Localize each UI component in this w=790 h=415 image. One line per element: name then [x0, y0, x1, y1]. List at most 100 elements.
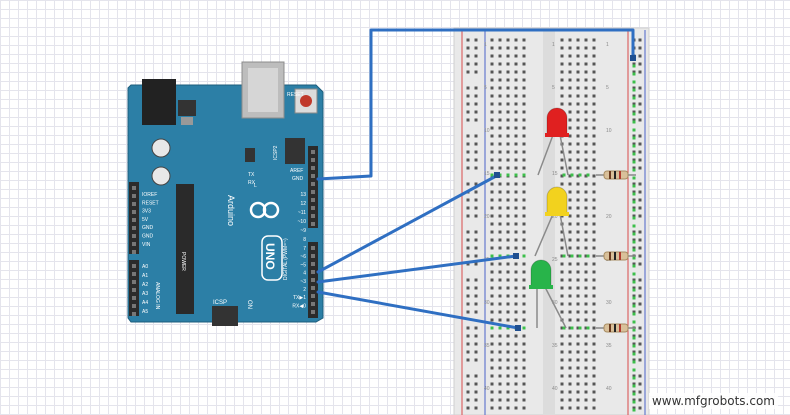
breadboard-hole — [576, 70, 580, 74]
rail-hole — [638, 110, 642, 114]
rail-hole — [638, 118, 642, 122]
breadboard-hole — [576, 150, 580, 154]
rail-hole — [474, 102, 478, 106]
connected-rail-hole — [632, 336, 636, 340]
breadboard-hole — [584, 366, 588, 370]
breadboard-hole — [506, 310, 510, 314]
breadboard-hole — [514, 118, 518, 122]
led-label-l: L — [254, 183, 257, 189]
rail-hole — [638, 54, 642, 58]
breadboard-hole — [498, 118, 502, 122]
breadboard-hole — [522, 198, 526, 202]
breadboard-hole — [490, 142, 494, 146]
connected-rail-hole — [632, 208, 636, 212]
breadboard-hole — [514, 110, 518, 114]
breadboard-hole — [522, 46, 526, 50]
dc-power-jack — [142, 79, 176, 125]
rail-hole — [632, 286, 636, 290]
breadboard-hole — [498, 238, 502, 242]
rail-hole — [632, 86, 636, 90]
breadboard-hole — [506, 366, 510, 370]
breadboard-hole — [498, 262, 502, 266]
breadboard-hole — [522, 126, 526, 130]
breadboard-hole — [498, 286, 502, 290]
breadboard-hole — [506, 350, 510, 354]
breadboard-hole — [576, 118, 580, 122]
connected-hole — [570, 254, 574, 258]
rail-hole — [632, 166, 636, 170]
breadboard-hole — [498, 278, 502, 282]
icsp-label: ICSP — [213, 300, 227, 306]
breadboard-hole — [576, 286, 580, 290]
rail-hole — [466, 150, 470, 154]
breadboard-hole — [576, 94, 580, 98]
wire-pin-6 — [316, 173, 500, 274]
breadboard-hole — [514, 182, 518, 186]
breadboard-hole — [498, 134, 502, 138]
breadboard-hole — [490, 350, 494, 354]
breadboard-hole — [576, 294, 580, 298]
connected-hole — [586, 254, 590, 258]
icsp2-label: ICSP2 — [273, 145, 279, 160]
wire-ends — [494, 55, 636, 331]
digital-pin-label: ~10 — [298, 219, 307, 225]
connected-rail-hole — [632, 320, 636, 324]
breadboard-hole — [522, 270, 526, 274]
wire-pin-3 — [316, 254, 518, 284]
rail-hole — [632, 342, 636, 346]
breadboard-hole — [584, 150, 588, 154]
breadboard-hole — [592, 286, 596, 290]
rail-hole — [632, 310, 636, 314]
breadboard-hole — [560, 334, 564, 338]
jumper-wires — [316, 28, 635, 330]
breadboard-hole — [592, 38, 596, 42]
rail-hole — [632, 110, 636, 114]
rail-hole — [474, 342, 478, 346]
rail-hole — [632, 94, 636, 98]
breadboard-hole — [592, 214, 596, 218]
analog-pin-label: A2 — [142, 282, 148, 288]
breadboard-hole — [506, 110, 510, 114]
rail-hole — [638, 398, 642, 402]
digital-pin-label: 2 — [303, 287, 306, 293]
breadboard-hole — [560, 46, 564, 50]
header-pin — [311, 198, 315, 202]
breadboard-hole — [490, 118, 494, 122]
breadboard-hole — [560, 382, 564, 386]
breadboard-hole — [514, 246, 518, 250]
breadboard-hole — [506, 222, 510, 226]
rail-hole — [474, 46, 478, 50]
breadboard-hole — [560, 286, 564, 290]
connected-rail-hole — [632, 224, 636, 228]
breadboard-hole — [490, 230, 494, 234]
connected-rail-hole — [632, 120, 636, 124]
connected-hole — [570, 326, 574, 330]
aref-label: AREF — [290, 168, 303, 174]
rail-hole — [638, 382, 642, 386]
rail-hole — [632, 238, 636, 242]
breadboard-hole — [584, 174, 588, 178]
breadboard-hole — [560, 62, 564, 66]
header-pin — [311, 166, 315, 170]
breadboard-hole — [576, 198, 580, 202]
rail-hole — [632, 206, 636, 210]
breadboard-hole — [576, 182, 580, 186]
breadboard-hole — [560, 262, 564, 266]
rail-hole — [632, 374, 636, 378]
voltage-regulator — [178, 100, 196, 116]
breadboard-hole — [498, 102, 502, 106]
breadboard-hole — [592, 398, 596, 402]
rail-hole — [466, 94, 470, 98]
breadboard-hole — [560, 342, 564, 346]
rail-hole — [474, 62, 478, 66]
breadboard-hole — [490, 62, 494, 66]
breadboard-hole — [522, 310, 526, 314]
breadboard-hole — [576, 390, 580, 394]
rail-hole — [632, 230, 636, 234]
breadboard-hole — [584, 102, 588, 106]
breadboard-hole — [576, 166, 580, 170]
header-pin — [132, 234, 136, 238]
rail-hole — [466, 38, 470, 42]
breadboard-hole — [568, 302, 572, 306]
